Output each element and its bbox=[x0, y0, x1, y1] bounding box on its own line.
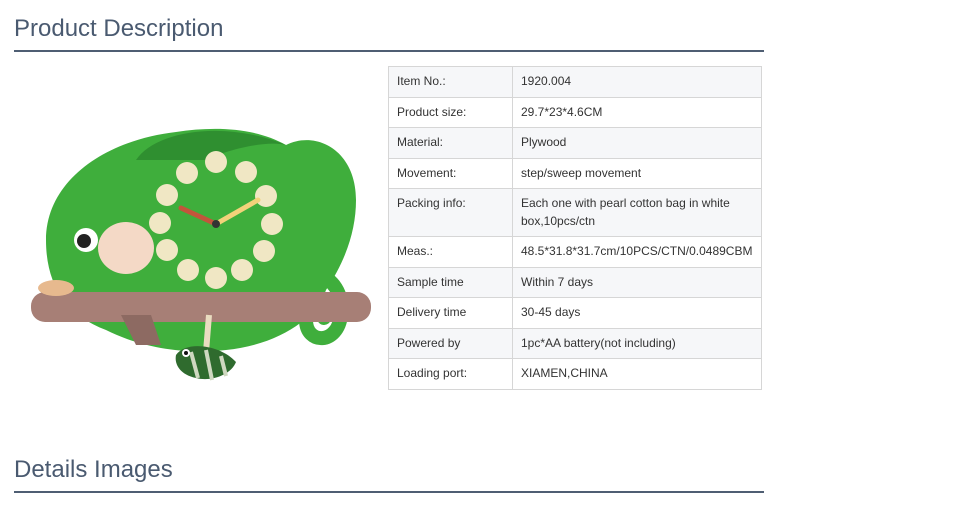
spec-key: Packing info: bbox=[388, 188, 513, 237]
spec-key: Sample time bbox=[388, 266, 513, 298]
spec-value: 48.5*31.8*31.7cm/10PCS/CTN/0.0489CBM bbox=[512, 236, 762, 268]
spec-key: Movement: bbox=[388, 157, 513, 189]
spec-key: Powered by bbox=[388, 327, 513, 359]
table-row: Powered by 1pc*AA battery(not including) bbox=[388, 327, 762, 359]
spec-value: 30-45 days bbox=[512, 297, 762, 329]
spec-key: Delivery time bbox=[388, 297, 513, 329]
spec-value: XIAMEN,CHINA bbox=[512, 358, 762, 390]
spec-value: 1pc*AA battery(not including) bbox=[512, 327, 762, 359]
spec-value: 1920.004 bbox=[512, 66, 762, 98]
table-row: Product size: 29.7*23*4.6CM bbox=[388, 96, 762, 128]
table-row: Loading port: XIAMEN,CHINA bbox=[388, 358, 762, 390]
spec-key: Meas.: bbox=[388, 236, 513, 268]
table-row: Meas.: 48.5*31.8*31.7cm/10PCS/CTN/0.0489… bbox=[388, 236, 762, 268]
table-row: Sample time Within 7 days bbox=[388, 266, 762, 298]
spec-value: Each one with pearl cotton bag in white … bbox=[512, 188, 762, 237]
table-row: Delivery time 30-45 days bbox=[388, 297, 762, 329]
spec-key: Product size: bbox=[388, 96, 513, 128]
table-row: Material: Plywood bbox=[388, 127, 762, 159]
clock-face bbox=[149, 151, 283, 289]
spec-value: Within 7 days bbox=[512, 266, 762, 298]
table-row: Packing info: Each one with pearl cotton… bbox=[388, 188, 762, 237]
chameleon-clock-image bbox=[31, 128, 371, 381]
spec-value: 29.7*23*4.6CM bbox=[512, 96, 762, 128]
table-row: Movement: step/sweep movement bbox=[388, 157, 762, 189]
spec-key: Item No.: bbox=[388, 66, 513, 98]
details-images-heading: Details Images bbox=[14, 456, 764, 493]
spec-value: step/sweep movement bbox=[512, 157, 762, 189]
specification-table: Item No.: 1920.004 Product size: 29.7*23… bbox=[388, 66, 762, 390]
spec-value: Plywood bbox=[512, 127, 762, 159]
table-row: Item No.: 1920.004 bbox=[388, 66, 762, 98]
spec-key: Material: bbox=[388, 127, 513, 159]
spec-key: Loading port: bbox=[388, 358, 513, 390]
product-description-heading: Product Description bbox=[14, 15, 764, 52]
